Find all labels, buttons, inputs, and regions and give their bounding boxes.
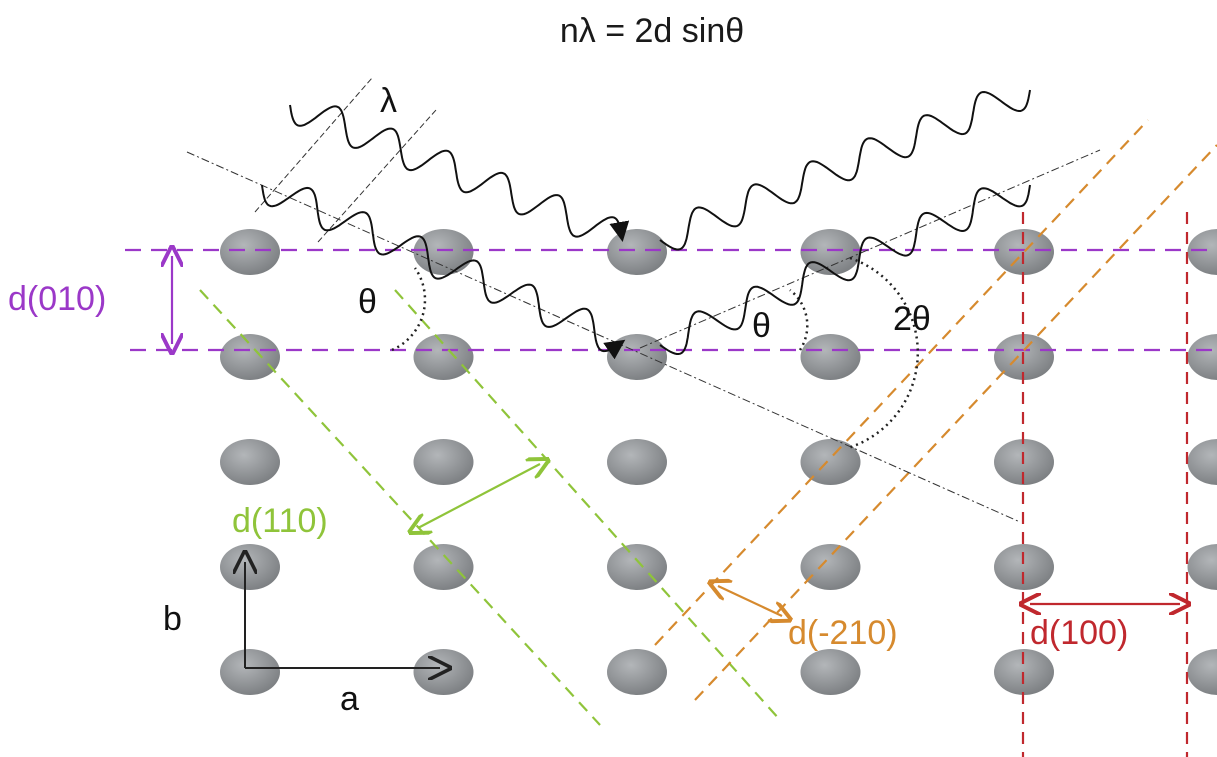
d010-planes: [125, 250, 1217, 350]
lattice-atom: [413, 334, 474, 380]
d-210-planes: [654, 119, 1217, 701]
lattice-atom: [220, 544, 280, 590]
d-210-spacing-arrow: [718, 586, 782, 616]
lattice-atom: [994, 544, 1054, 590]
lattice-atom: [413, 229, 474, 275]
lattice-atom: [607, 439, 667, 485]
d-210-label: d(-210): [788, 614, 898, 652]
axis-a-label: a: [340, 680, 359, 718]
d110-label: d(110): [232, 502, 328, 540]
lattice-atom: [413, 439, 474, 485]
bragg-formula: nλ = 2d sinθ: [560, 12, 744, 50]
d010-label: d(010): [8, 280, 106, 318]
lattice-atom: [220, 439, 280, 485]
axis-b-label: b: [163, 600, 182, 638]
d100-label: d(100): [1030, 614, 1128, 652]
reflected-wave-lower: [659, 184, 1031, 355]
lattice-atom: [607, 649, 667, 695]
lattice-atom: [1187, 544, 1217, 590]
two-theta-arc: [847, 256, 919, 450]
theta-label-reflected: θ: [752, 307, 771, 345]
lattice-atom: [220, 649, 280, 695]
lattice-atom: [800, 334, 861, 380]
lattice-atom: [607, 334, 667, 380]
lattice-atom: [1187, 334, 1217, 380]
d110-spacing-arrow: [418, 464, 540, 528]
reflected-guide-line: [639, 149, 1101, 349]
theta-label-incident: θ: [358, 283, 377, 321]
d110-planes: [199, 289, 781, 726]
lattice-atom: [1187, 229, 1217, 275]
wavelength-label: λ: [380, 82, 397, 120]
lattice-atom: [607, 544, 667, 590]
lattice-atom: [800, 229, 861, 275]
lattice-atom: [1187, 439, 1217, 485]
lattice-atom: [800, 544, 861, 590]
two-theta-label: 2θ: [893, 300, 931, 338]
lattice-atom: [413, 649, 474, 695]
d-210-plane-line: [654, 119, 1149, 646]
lattice-atom: [1187, 649, 1217, 695]
lattice-atom: [607, 229, 667, 275]
theta-arc-incident: [391, 267, 427, 352]
lattice-axes: [245, 562, 440, 668]
lattice-atom: [800, 439, 861, 485]
lattice-atom: [220, 334, 280, 380]
wavefront-line: [317, 109, 437, 243]
theta-arc-reflected: [789, 289, 809, 351]
angle-arcs: [391, 256, 919, 450]
guide-lines: [186, 77, 1101, 523]
wavefront-line: [254, 77, 373, 213]
lattice-atom: [413, 544, 474, 590]
xray-waves: [261, 89, 1031, 360]
normal-guide-line: [186, 151, 1021, 523]
d110-plane-line: [394, 289, 781, 721]
d100-planes: [1023, 212, 1187, 757]
incident-wave-lower: [261, 184, 626, 360]
incident-wave-upper: [289, 104, 630, 242]
lattice-atom: [220, 229, 280, 275]
lattice-atom: [800, 649, 861, 695]
reflected-wave-upper: [659, 89, 1031, 251]
